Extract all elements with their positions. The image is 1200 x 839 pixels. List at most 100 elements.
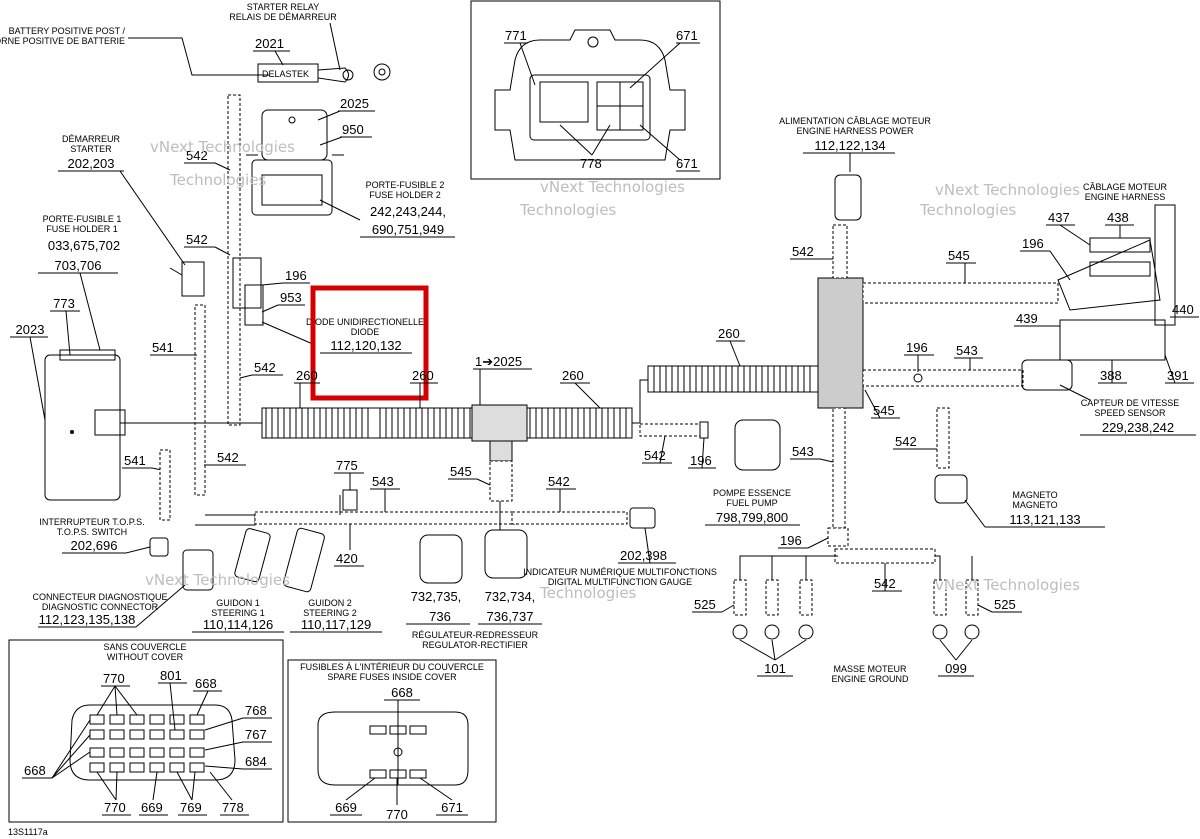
watermark-8: Technologies — [539, 584, 637, 602]
tops-label-en: T.O.P.S. SWITCH — [57, 527, 127, 537]
fuse-label-plate — [539, 81, 589, 123]
regulator-num-a: 732,735, — [411, 589, 462, 604]
callout-671-top: 671 — [676, 28, 698, 43]
ground-label-en: ENGINE GROUND — [831, 674, 909, 684]
engine-power-num: 112,122,134 — [814, 138, 885, 153]
relay-terminal — [342, 69, 354, 81]
callout-260-b: 260 — [412, 368, 434, 383]
tops-label-fr: INTERRUPTEUR T.O.P.S. — [39, 517, 144, 527]
starter-label-fr: DÉMARREUR — [62, 134, 121, 144]
fuse-holder-2-num-b: 690,751,949 — [372, 222, 444, 237]
corrugation-right — [653, 366, 811, 392]
diagnostic-connector-body — [182, 549, 214, 591]
ground-terminal-4 — [932, 624, 948, 640]
callout-543-b: 543 — [956, 343, 978, 358]
fuel-pump-connector — [734, 419, 781, 471]
fuse-box-without-cover — [69, 704, 236, 781]
callout-668-left: 668 — [24, 763, 46, 778]
callout-669-bottom: 669 — [141, 800, 163, 815]
callout-545-a: 545 — [450, 464, 472, 479]
engine-power-label-fr: ALIMENTATION CÂBLAGE MOTEUR — [779, 116, 931, 126]
callout-388: 388 — [1100, 368, 1122, 383]
diode-label-en: DIODE — [351, 327, 380, 337]
callout-671-spare: 671 — [441, 800, 463, 815]
ecu-module — [44, 354, 121, 501]
callout-684: 684 — [245, 754, 267, 769]
callout-196-a: 196 — [285, 268, 307, 283]
harness-542-ground — [834, 548, 936, 564]
mount-hole — [587, 36, 599, 48]
harness-541-vertical — [194, 304, 206, 496]
engine-harness-junction — [817, 277, 864, 409]
oil-pressure-switch — [342, 489, 358, 511]
starter-label-en: STARTER — [70, 144, 112, 154]
diode-connector — [232, 257, 262, 309]
engine-harness-label-en: ENGINE HARNESS — [1085, 192, 1166, 202]
steering-2-label-en: STEERING 2 — [303, 608, 357, 618]
fuse-holder-2-label-fr: PORTE-FUSIBLE 2 — [366, 180, 445, 190]
callout-196-d: 196 — [690, 453, 712, 468]
speed-sensor-connector — [1021, 359, 1073, 391]
gauge-label-fr: INDICATEUR NUMÉRIQUE MULTIFONCTIONS — [523, 567, 717, 577]
magneto-label-fr: MAGNETO — [1012, 490, 1057, 500]
speed-sensor-label-fr: CAPTEUR DE VITESSE — [1081, 398, 1180, 408]
ground-terminal-1 — [732, 624, 748, 640]
engine-harness-label-fr: CÂBLAGE MOTEUR — [1083, 182, 1168, 192]
callout-767: 767 — [245, 727, 267, 742]
gauge-label-en: DIGITAL MULTIFUNCTION GAUGE — [548, 577, 692, 587]
callout-778-inset: 778 — [580, 156, 602, 171]
callout-801: 801 — [160, 668, 182, 683]
callout-196-b: 196 — [1022, 236, 1044, 251]
fuse-holder-2-num-a: 242,243,244, — [370, 204, 446, 219]
speed-sensor-label-en: SPEED SENSOR — [1094, 408, 1166, 418]
harness-543-lower — [254, 511, 516, 525]
callout-196-e: 196 — [780, 533, 802, 548]
fuel-pump-label-en: FUEL PUMP — [726, 498, 777, 508]
gauge-connector — [484, 529, 528, 579]
callout-437: 437 — [1048, 210, 1070, 225]
fuel-pump-num: 798,799,800 — [716, 510, 788, 525]
engine-harness-plug — [1059, 319, 1166, 361]
fuse-box-cover — [317, 711, 469, 786]
diag-num: 112,123,135,138 — [39, 612, 136, 627]
ground-terminal-2 — [764, 624, 780, 640]
callout-543-a: 543 — [792, 444, 814, 459]
callout-541-b: 541 — [124, 453, 146, 468]
callout-391: 391 — [1167, 368, 1189, 383]
callout-668-top: 668 — [195, 676, 217, 691]
engine-power-connector — [834, 174, 862, 221]
without-cover-fr: SANS COUVERCLE — [103, 642, 186, 652]
steering-1-num: 110,114,126 — [203, 617, 273, 632]
watermark-6: Technologies — [919, 201, 1017, 219]
harness-260-corrugated-main — [261, 407, 633, 439]
harness-543-vertical — [832, 407, 846, 529]
callout-420: 420 — [336, 551, 358, 566]
watermark-5: vNext Technologies — [935, 181, 1080, 199]
harness-543-speed — [862, 369, 1024, 387]
callout-768: 768 — [245, 703, 267, 718]
callout-439: 439 — [1016, 311, 1038, 326]
inset-box-without-cover — [8, 639, 284, 823]
connector-202-398 — [629, 507, 656, 529]
harness-542-lower — [511, 511, 628, 525]
regulator-label-fr: RÉGULATEUR-REDRESSEUR — [412, 630, 539, 640]
harness-545-down — [489, 460, 513, 502]
starter-num: 202,203 — [68, 156, 115, 171]
callout-950: 950 — [342, 122, 364, 137]
steering-2-num: 110,117,129 — [301, 617, 371, 632]
steering-2-label-fr: GUIDON 2 — [308, 598, 352, 608]
regulator-label-en: REGULATOR-RECTIFIER — [422, 640, 528, 650]
starter-connector — [181, 261, 205, 297]
starter-relay-label-en: STARTER RELAY — [247, 2, 320, 12]
regulator-connector — [419, 534, 463, 584]
starter-relay-label-fr: RELAIS DE DÉMARREUR — [229, 12, 337, 22]
callout-771: 771 — [505, 28, 527, 43]
callout-542-b: 542 — [186, 232, 208, 247]
ground-terminal-3 — [798, 624, 814, 640]
starter-relay-brand: DELASTEK — [262, 69, 309, 79]
callout-769: 769 — [180, 800, 202, 815]
callout-542-f: 542 — [895, 434, 917, 449]
ground-num-099: 099 — [945, 661, 967, 676]
callout-543-c: 543 — [372, 474, 394, 489]
